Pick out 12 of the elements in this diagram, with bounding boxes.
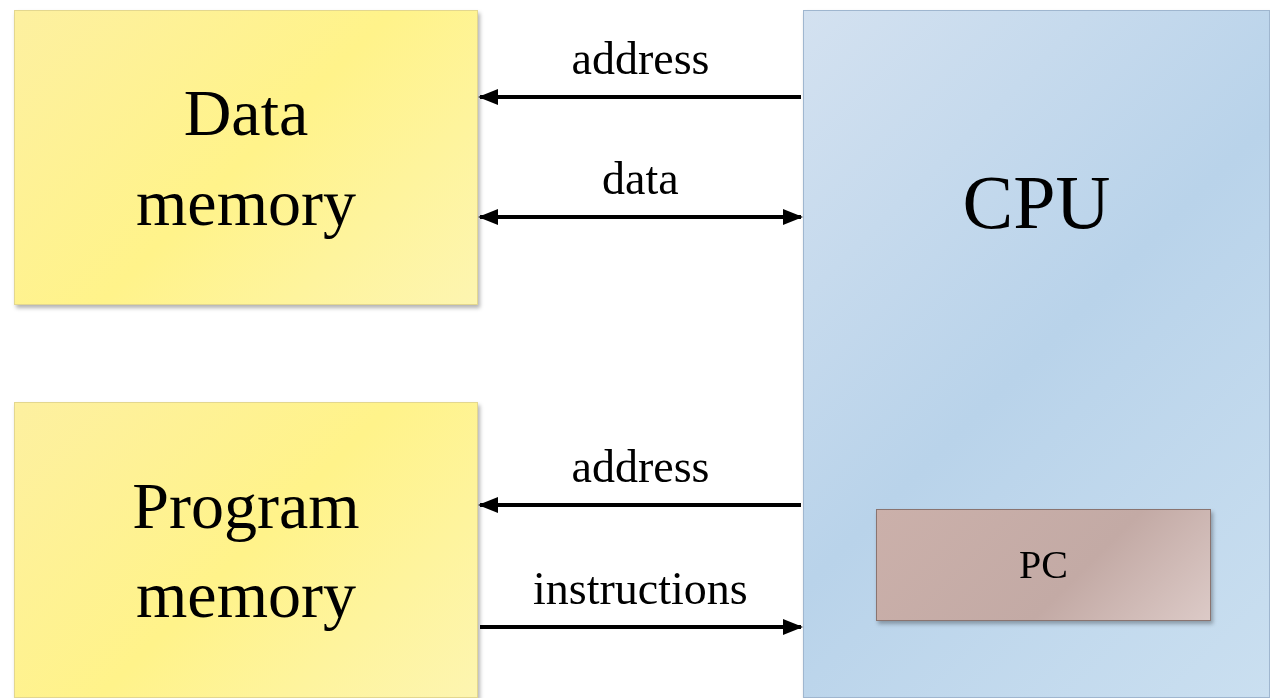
memory-box bbox=[14, 10, 478, 305]
arrow bbox=[480, 619, 803, 635]
arrow bbox=[478, 89, 801, 105]
node-label: CPU bbox=[961, 159, 1112, 246]
register-box bbox=[876, 509, 1211, 621]
arrow bbox=[478, 209, 803, 225]
node-label: Data memory bbox=[135, 75, 357, 241]
cpu-box bbox=[803, 10, 1270, 698]
arrow bbox=[478, 497, 801, 513]
memory-box bbox=[14, 402, 478, 698]
node-label: PC bbox=[1019, 541, 1068, 589]
node-label: Program memory bbox=[131, 467, 361, 633]
